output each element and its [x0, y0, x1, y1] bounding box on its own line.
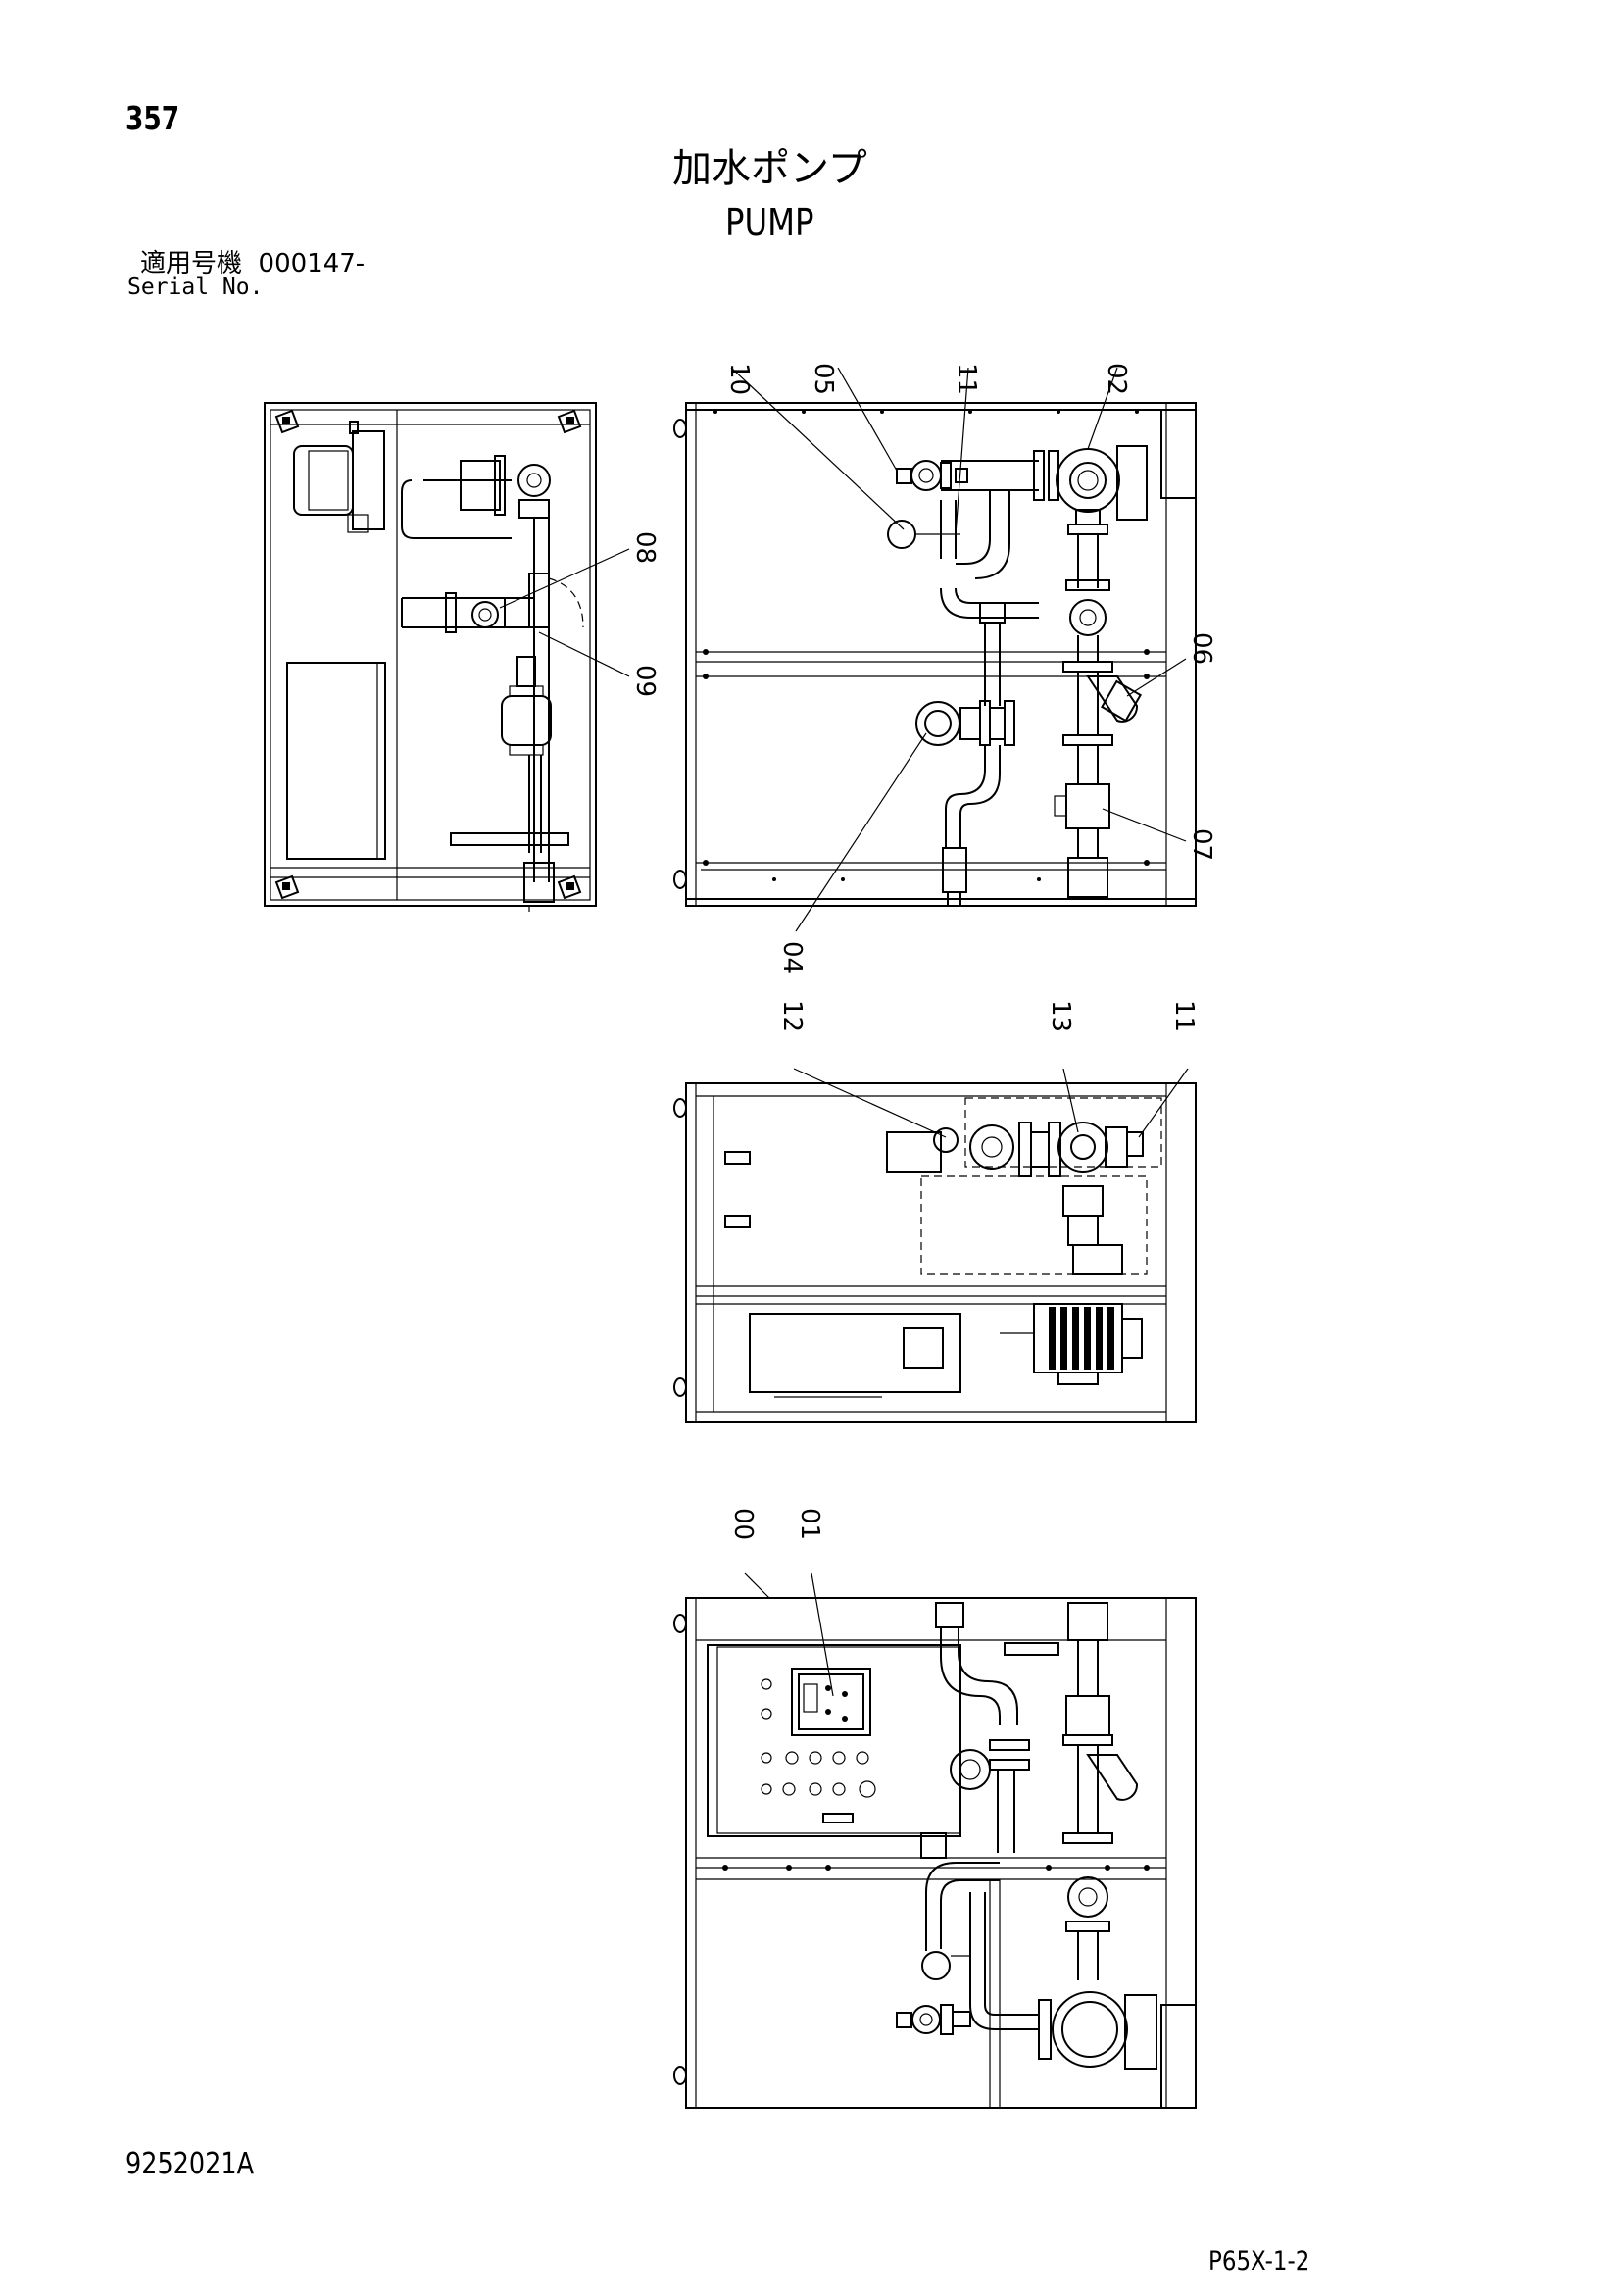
serial-label-japanese: 適用号機 000147- — [140, 251, 365, 276]
callout-00: 00 — [728, 1508, 758, 1540]
drawing-number: 9252021A — [125, 2147, 255, 2181]
callout-01: 01 — [795, 1508, 824, 1540]
callout-09: 09 — [630, 665, 660, 697]
callout-11-top: 11 — [952, 363, 981, 395]
serial-label-english: Serial No. — [127, 275, 264, 300]
callout-08: 08 — [630, 531, 660, 564]
front-view-bottom — [673, 1597, 1197, 2109]
leader-lines — [499, 367, 1189, 1697]
title-japanese: 加水ポンプ — [672, 146, 867, 191]
callout-05: 05 — [809, 363, 838, 395]
front-view-middle — [673, 1082, 1197, 1423]
serial-value: 000147- — [258, 249, 366, 278]
serial-label-jp-text: 適用号機 — [140, 249, 243, 278]
side-view-left — [264, 402, 597, 912]
callout-12: 12 — [777, 1000, 807, 1032]
callout-07: 07 — [1187, 828, 1216, 861]
callout-06: 06 — [1187, 632, 1216, 665]
sheet-code: P65X-1-2 — [1208, 2246, 1310, 2276]
callout-labels: 10 05 11 02 08 09 06 07 04 12 13 11 00 0… — [630, 363, 1216, 1540]
callout-13: 13 — [1046, 1000, 1075, 1032]
callout-10: 10 — [724, 363, 754, 395]
side-view-top — [673, 402, 1197, 907]
callout-04: 04 — [777, 941, 807, 973]
callout-11-middle: 11 — [1169, 1000, 1199, 1032]
page-number: 357 — [125, 99, 180, 137]
callout-02: 02 — [1102, 363, 1131, 395]
title-english: PUMP — [725, 201, 814, 244]
